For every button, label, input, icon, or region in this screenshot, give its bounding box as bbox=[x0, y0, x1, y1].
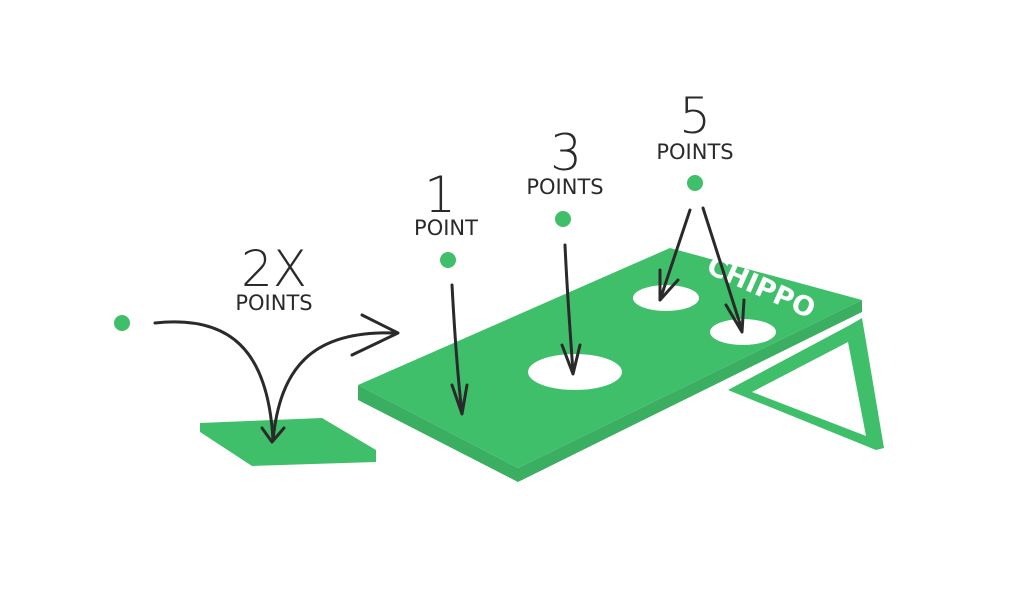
bounce-arrow bbox=[153, 313, 400, 444]
label-5-unit: POINTS bbox=[656, 140, 733, 164]
label-3-value: 3 bbox=[550, 124, 582, 182]
start-dot bbox=[114, 315, 130, 331]
hole-5-points-left bbox=[633, 285, 699, 311]
dot-5-points bbox=[687, 175, 703, 191]
label-3-unit: POINTS bbox=[526, 175, 603, 199]
label-2x-value: 2X bbox=[241, 240, 307, 298]
arrow-3-points bbox=[560, 243, 582, 376]
arrow-1-point bbox=[450, 283, 469, 416]
dot-3-points bbox=[555, 211, 571, 227]
label-2x-unit: POINTS bbox=[235, 291, 312, 315]
board-top bbox=[358, 248, 862, 468]
arrow-5-points bbox=[658, 206, 746, 334]
label-1-value: 1 bbox=[424, 166, 456, 224]
dot-1-point bbox=[440, 252, 456, 268]
label-1-unit: POINT bbox=[414, 216, 478, 240]
landing-pad bbox=[200, 418, 376, 466]
leg-gap bbox=[752, 342, 866, 436]
label-5-value: 5 bbox=[679, 87, 711, 145]
